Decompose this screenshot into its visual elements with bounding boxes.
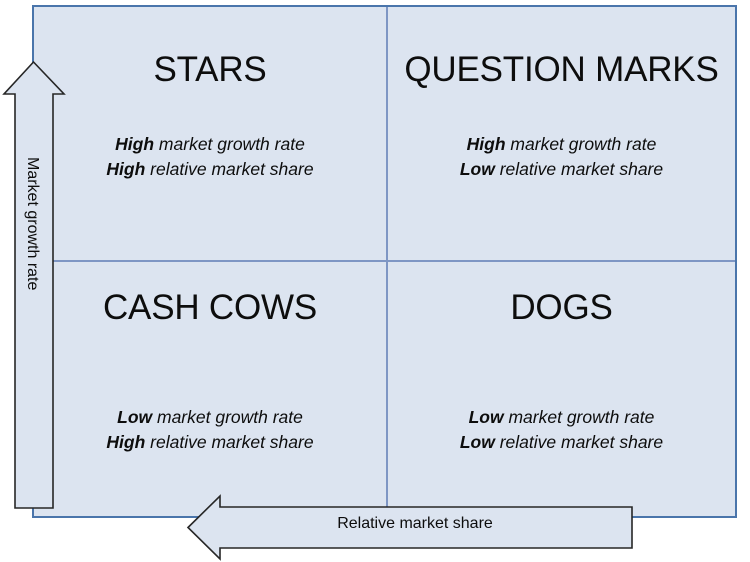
up-arrow-icon — [2, 60, 66, 509]
quadrant-cash-cows-description: Low market growth rate High relative mar… — [106, 405, 313, 455]
quadrant-dogs-description: Low market growth rate Low relative mark… — [460, 405, 663, 455]
quadrant-dogs-line-1-rest: market growth rate — [503, 407, 655, 427]
quadrant-question-marks-line-2: Low relative market share — [460, 157, 663, 182]
quadrant-stars-title: STARS — [153, 50, 267, 89]
quadrant-dogs[interactable]: DOGS Low market growth rate Low relative… — [388, 262, 735, 516]
quadrant-question-marks-line-2-rest: relative market share — [494, 158, 664, 179]
quadrant-cash-cows[interactable]: CASH COWS Low market growth rate High re… — [34, 262, 386, 516]
relative-market-share-axis-label: Relative market share — [337, 515, 493, 532]
quadrant-stars-line-1: High market growth rate — [106, 132, 313, 157]
quadrant-dogs-line-1: Low market growth rate — [460, 405, 663, 430]
quadrant-cash-cows-line-2: High relative market share — [106, 430, 313, 455]
quadrant-question-marks-line-1: High market growth rate — [460, 132, 663, 157]
quadrant-question-marks[interactable]: QUESTION MARKS High market growth rate L… — [388, 7, 735, 260]
left-arrow-icon — [186, 494, 633, 561]
quadrant-dogs-line-2-rest: relative market share — [494, 431, 664, 452]
quadrant-stars-line-2-rest: relative market share — [145, 158, 314, 179]
quadrant-cash-cows-line-1: Low market growth rate — [106, 405, 313, 430]
quadrant-dogs-line-2-emphasis: Low — [459, 431, 495, 452]
market-growth-rate-axis-label: Market growth rate — [23, 157, 41, 290]
quadrant-stars-line-1-emphasis: High — [115, 134, 155, 154]
horizontal-divider — [34, 260, 735, 262]
quadrant-stars-description: High market growth rate High relative ma… — [106, 132, 313, 182]
quadrant-question-marks-description: High market growth rate Low relative mar… — [460, 132, 663, 182]
quadrant-cash-cows-title: CASH COWS — [102, 288, 318, 327]
quadrant-stars-line-2-emphasis: High — [106, 158, 146, 179]
quadrant-stars[interactable]: STARS High market growth rate High relat… — [34, 7, 386, 260]
quadrant-stars-line-2: High relative market share — [106, 157, 313, 182]
market-growth-rate-axis-arrow — [2, 60, 66, 509]
quadrant-cash-cows-line-1-emphasis: Low — [117, 407, 153, 427]
quadrant-cash-cows-line-2-rest: relative market share — [145, 431, 314, 452]
quadrant-stars-line-1-rest: market growth rate — [154, 134, 305, 154]
quadrant-dogs-title: DOGS — [510, 288, 613, 327]
relative-market-share-axis-arrow — [186, 494, 633, 561]
quadrant-dogs-line-2: Low relative market share — [460, 430, 663, 455]
quadrant-question-marks-line-1-rest: market growth rate — [505, 134, 657, 154]
quadrant-question-marks-line-2-emphasis: Low — [459, 158, 495, 179]
quadrant-question-marks-title: QUESTION MARKS — [404, 50, 719, 89]
quadrant-question-marks-line-1-emphasis: High — [466, 134, 506, 154]
quadrant-cash-cows-line-1-rest: market growth rate — [152, 407, 303, 427]
quadrant-dogs-line-1-emphasis: Low — [468, 407, 504, 427]
quadrant-cash-cows-line-2-emphasis: High — [106, 431, 146, 452]
matrix-container: STARS High market growth rate High relat… — [32, 5, 737, 518]
